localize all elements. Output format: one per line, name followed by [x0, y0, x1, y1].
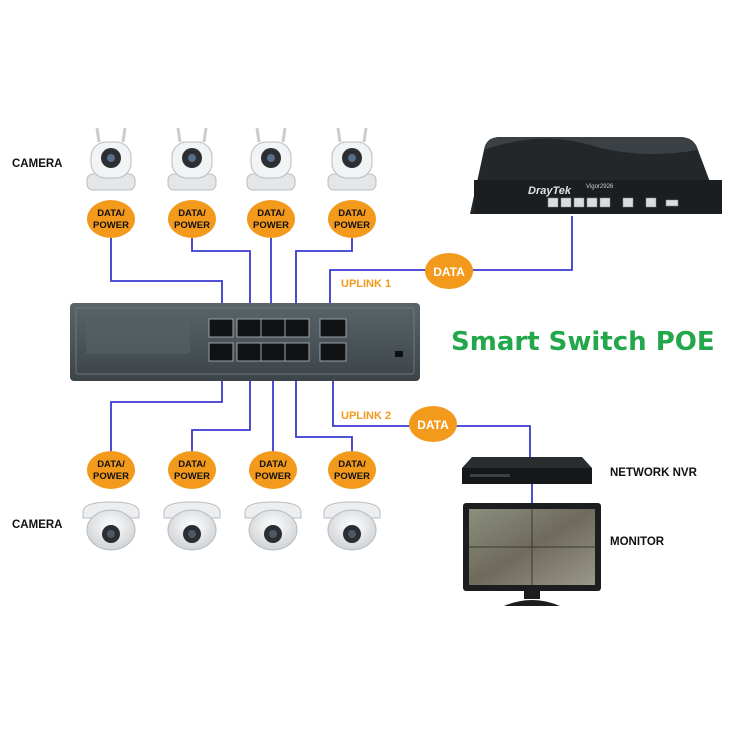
dome-camera-icon: [323, 501, 381, 551]
line-bottom-cam-4: [295, 362, 353, 455]
monitor-label: MONITOR: [610, 536, 665, 548]
data-power-badge: DATA/ POWER: [328, 200, 376, 238]
data-power-badge: DATA/ POWER: [87, 451, 135, 489]
data-power-badge: DATA/ POWER: [247, 200, 295, 238]
diagram-title: Smart Switch POE: [451, 327, 715, 357]
nvr-icon: [462, 457, 592, 484]
data-power-badge: DATA/ POWER: [328, 451, 376, 489]
badge-line1: DATA/: [257, 208, 285, 219]
ptz-camera-icon: [86, 127, 136, 191]
data-power-badge: DATA/ POWER: [168, 200, 216, 238]
data-badge-uplink2: DATA: [409, 406, 457, 442]
data-power-badge: DATA/ POWER: [87, 200, 135, 238]
dome-camera-icon: [82, 501, 140, 551]
monitor-icon: [463, 503, 601, 606]
badge-line1: DATA/: [97, 459, 125, 470]
badge-line1: DATA/: [178, 208, 206, 219]
camera-bottom-label: CAMERA: [12, 519, 62, 531]
router-model: Vigor2926: [586, 184, 614, 190]
data-badge-text: DATA: [417, 418, 449, 432]
camera-top-label: CAMERA: [12, 158, 62, 170]
line-bottom-cam-1: [110, 362, 223, 455]
badge-line2: POWER: [253, 220, 289, 231]
poe-switch-icon: [70, 303, 420, 381]
badge-line1: DATA/: [259, 459, 287, 470]
data-power-badge: DATA/ POWER: [168, 451, 216, 489]
top-cameras: [86, 127, 377, 191]
badge-line1: DATA/: [338, 459, 366, 470]
badge-line2: POWER: [255, 471, 291, 482]
router-icon: DrayTek Vigor2926: [470, 137, 722, 214]
uplink1-label: UPLINK 1: [341, 278, 391, 290]
dome-camera-icon: [163, 501, 221, 551]
badge-line2: POWER: [334, 471, 370, 482]
uplink2-label: UPLINK 2: [341, 410, 391, 422]
badge-line2: POWER: [334, 220, 370, 231]
ptz-camera-icon: [327, 127, 377, 191]
badge-line1: DATA/: [178, 459, 206, 470]
bottom-data-power-badges: DATA/ POWER DATA/ POWER DATA/ POWER DATA…: [87, 451, 376, 489]
nvr-label: NETWORK NVR: [610, 467, 698, 479]
data-power-badge: DATA/ POWER: [249, 451, 297, 489]
badge-line2: POWER: [93, 220, 129, 231]
router-brand: DrayTek: [528, 185, 572, 197]
bottom-cameras: [82, 501, 381, 551]
line-top-cam-2: [191, 238, 251, 318]
switch-uplink-ports: [319, 318, 347, 362]
badge-line2: POWER: [174, 220, 210, 231]
switch-poe-ports: [208, 318, 310, 362]
badge-line2: POWER: [174, 471, 210, 482]
badge-line2: POWER: [93, 471, 129, 482]
badge-line1: DATA/: [338, 208, 366, 219]
line-top-cam-4: [295, 238, 353, 318]
line-bottom-cam-2: [191, 362, 251, 455]
dome-camera-icon: [244, 501, 302, 551]
ptz-camera-icon: [167, 127, 217, 191]
router-ports: [547, 197, 679, 208]
ptz-camera-icon: [246, 127, 296, 191]
data-badge-uplink1: DATA: [425, 253, 473, 289]
data-badge-text: DATA: [433, 265, 465, 279]
badge-line1: DATA/: [97, 208, 125, 219]
top-data-power-badges: DATA/ POWER DATA/ POWER DATA/ POWER DATA…: [87, 200, 376, 238]
line-top-cam-1: [110, 238, 223, 318]
